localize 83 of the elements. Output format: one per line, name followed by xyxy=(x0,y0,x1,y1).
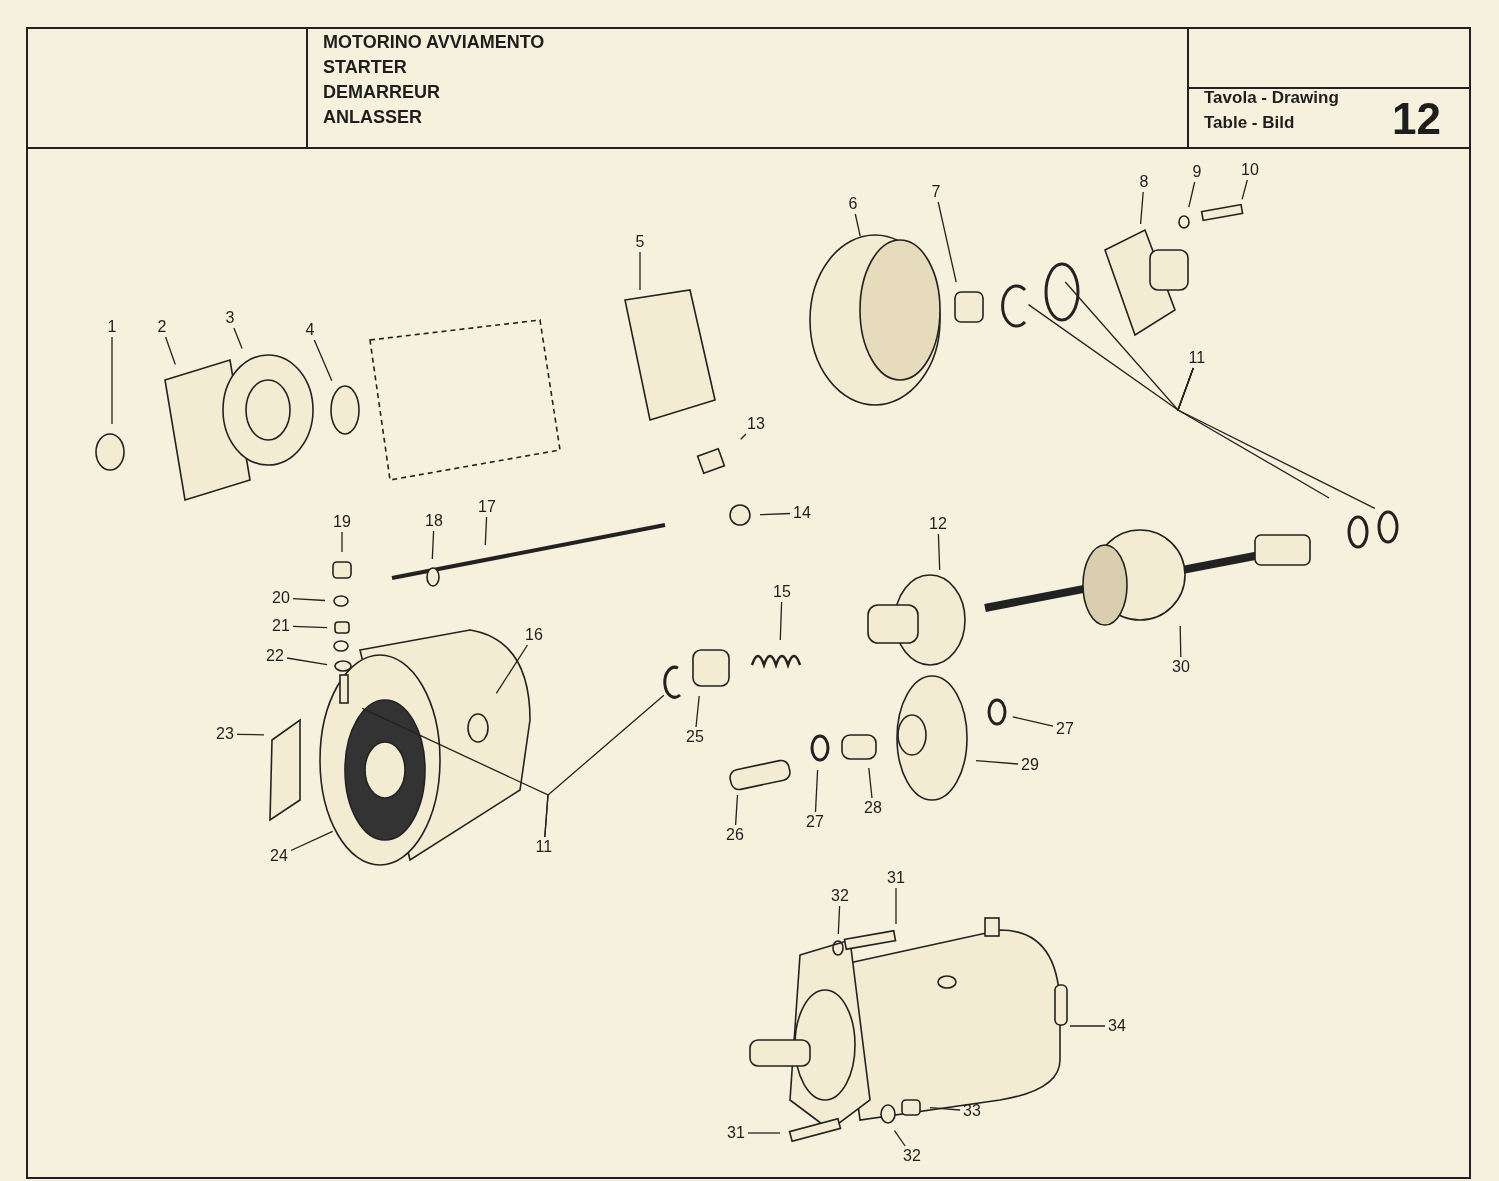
callout-number: 19 xyxy=(332,513,352,531)
callout-number: 14 xyxy=(792,504,812,522)
callout-number: 15 xyxy=(772,583,792,601)
leader-line xyxy=(1012,716,1054,727)
callout-number: 10 xyxy=(1240,161,1260,179)
callout-number: 23 xyxy=(215,725,235,743)
leader-line xyxy=(290,830,334,852)
leader-line xyxy=(292,625,328,629)
callout-number: 28 xyxy=(863,799,883,817)
leader-line xyxy=(236,733,265,736)
leader-line xyxy=(759,512,791,516)
leader-line xyxy=(868,767,873,799)
leader-line xyxy=(431,530,435,560)
leader-line xyxy=(1188,181,1196,208)
callout-number: 12 xyxy=(928,515,948,533)
leader-line xyxy=(233,327,243,350)
leader-line xyxy=(740,433,747,440)
callout-number: 3 xyxy=(224,309,236,327)
title-line: DEMARREUR xyxy=(323,82,440,102)
leader-line xyxy=(111,336,113,425)
callout-number: 27 xyxy=(805,813,825,831)
callout-number: 1 xyxy=(106,318,118,336)
callout-number: 31 xyxy=(886,869,906,887)
leader-line xyxy=(495,644,529,694)
callout-number: 9 xyxy=(1191,163,1203,181)
callout-number: 2 xyxy=(156,318,168,336)
leader-line xyxy=(975,759,1019,765)
leader-line xyxy=(893,1129,906,1147)
callout-number: 30 xyxy=(1171,658,1191,676)
leader-line xyxy=(1069,1025,1106,1027)
leader-line xyxy=(1179,625,1182,658)
leader-line xyxy=(929,1106,961,1111)
leader-line xyxy=(895,887,897,925)
callout-number: 4 xyxy=(304,321,316,339)
leader-line xyxy=(814,769,819,813)
leader-line xyxy=(779,601,783,641)
title-line: MOTORINO AVVIAMENTO xyxy=(323,32,545,52)
leader-line xyxy=(639,251,641,291)
leader-line xyxy=(1241,179,1248,200)
leader-line xyxy=(341,531,343,553)
callout-number: 13 xyxy=(746,415,766,433)
leader-line xyxy=(484,516,488,546)
callout-number: 17 xyxy=(477,498,497,516)
callout-number: 20 xyxy=(271,589,291,607)
callout-number: 33 xyxy=(962,1102,982,1120)
callout-number: 34 xyxy=(1107,1017,1127,1035)
title-line: ANLASSER xyxy=(323,107,422,127)
table-caption: Tavola - Drawing xyxy=(1204,87,1339,107)
title-line: STARTER xyxy=(323,57,407,77)
leader-line xyxy=(292,598,326,602)
callout-number: 22 xyxy=(265,647,285,665)
callout-number: 29 xyxy=(1020,756,1040,774)
leader-line xyxy=(361,707,549,838)
leader-line xyxy=(313,339,333,382)
callout-number: 11 xyxy=(1187,349,1207,367)
leader-line xyxy=(854,213,861,237)
callout-number: 27 xyxy=(1055,720,1075,738)
leader-line xyxy=(747,1132,781,1134)
leader-line xyxy=(1139,191,1144,225)
callout-number: 16 xyxy=(524,626,544,644)
leader-line xyxy=(734,794,739,826)
leader-line xyxy=(164,336,176,366)
leader-line xyxy=(937,533,941,571)
table-number: 12 xyxy=(1392,96,1441,142)
callout-number: 5 xyxy=(634,233,646,251)
callout-number: 26 xyxy=(725,826,745,844)
callout-number: 6 xyxy=(847,195,859,213)
callout-number: 25 xyxy=(685,728,705,746)
leader-line xyxy=(937,201,957,283)
callout-number: 21 xyxy=(271,617,291,635)
leader-line xyxy=(695,695,700,728)
callout-number: 8 xyxy=(1138,173,1150,191)
callout-number: 7 xyxy=(930,183,942,201)
callout-number: 32 xyxy=(830,887,850,905)
callout-number: 24 xyxy=(269,847,289,865)
leader-line xyxy=(1177,367,1376,510)
leader-line xyxy=(286,657,328,666)
leader-line xyxy=(837,905,841,935)
callout-number: 31 xyxy=(726,1124,746,1142)
callout-number: 11 xyxy=(534,838,554,856)
callout-number: 32 xyxy=(902,1147,922,1165)
callout-number: 18 xyxy=(424,512,444,530)
table-caption: Table - Bild xyxy=(1204,112,1295,132)
